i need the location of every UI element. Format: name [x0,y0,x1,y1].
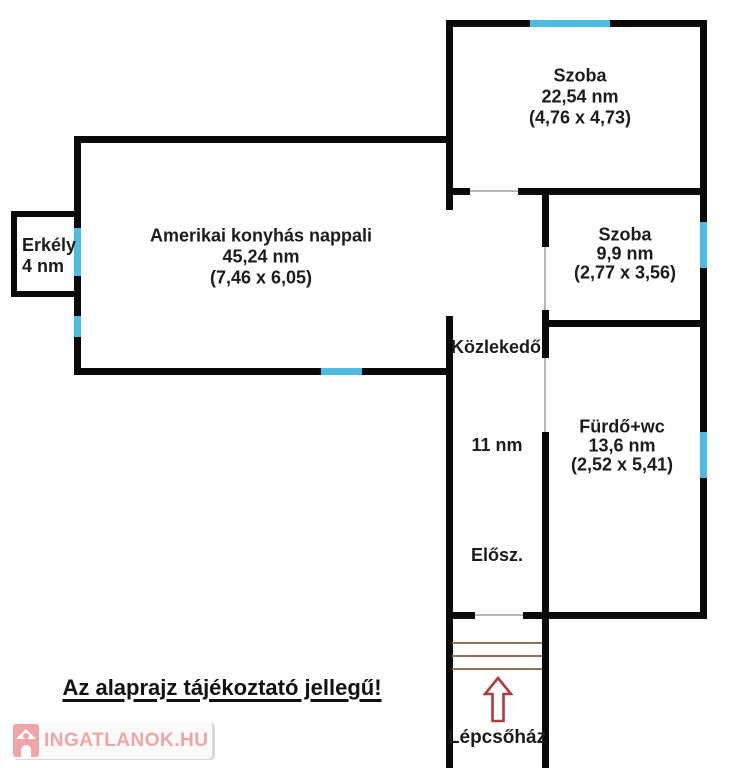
room-label-eloszoba: Elősz. [471,545,523,565]
room-label-kozlekedo: Közlekedő [451,337,541,357]
room-dims: (4,76 x 4,73) [528,107,632,128]
wall-segment [74,276,81,316]
room-name: Erkély [22,235,77,255]
room-dims: (2,52 x 5,41) [570,454,674,475]
wall-segment [542,310,549,358]
door-opening-line [544,247,546,310]
wall-segment [700,268,707,432]
room-dims: (7,46 x 6,05) [209,267,313,288]
wall-segment [362,368,453,375]
wall-segment [74,337,81,375]
room-label-erkely: Erkély 4 nm [22,235,76,277]
room-name: Elősz. [470,545,524,565]
stair-line [452,655,542,657]
stair-line [452,668,542,670]
wall-segment [518,188,707,195]
room-name: Szoba [553,65,607,86]
balcony-wall-segment [11,211,17,297]
room-label-nappali: Amerikai konyhás nappali 45,24 nm (7,46 … [150,226,372,289]
room-name: Szoba [598,224,652,245]
room-name: Fürdő+wc [579,416,665,437]
room-name: Közlekedő [450,337,542,357]
wall-segment [74,368,321,375]
room-name: Lépcsőház [447,727,547,748]
watermark-text: INGATLANOK.HU [44,729,209,751]
room-area: 11 nm [471,435,523,455]
balcony-wall-segment [11,291,77,297]
balcony-door-window-segment [74,228,81,276]
window-segment [700,222,707,268]
up-arrow-icon [483,676,513,723]
corridor-area-label: 11 nm [471,435,522,455]
wall-segment [446,20,453,210]
wall-segment [446,316,453,768]
door-opening-line [470,190,518,192]
room-area: 4 nm [22,256,65,276]
room-label-lepcsohaz: Lépcsőház [448,728,546,748]
window-segment [530,20,610,27]
wall-segment [542,320,707,327]
balcony-wall-segment [11,211,77,217]
room-name: Amerikai konyhás nappali [149,225,373,246]
wall-segment [700,478,707,619]
room-label-szoba-small: Szoba 9,9 nm (2,77 x 3,56) [573,224,677,283]
wall-segment [610,20,707,27]
room-label-szoba-large: Szoba 22,54 nm (4,76 x 4,73) [529,66,631,129]
wall-segment [542,188,549,247]
door-opening-line [475,614,523,616]
house-icon [13,724,39,757]
room-label-furdo: Fürdő+wc 13,6 nm (2,52 x 5,41) [570,416,674,475]
door-opening-line [544,358,546,432]
wall-segment [446,612,475,619]
window-segment [74,316,81,337]
room-area: 9,9 nm [596,243,654,264]
wall-segment [542,432,549,768]
room-area: 13,6 nm [588,435,656,456]
wall-segment [74,136,453,143]
wall-segment [700,20,707,222]
stair-line [452,642,542,644]
ingatlanok-logo: INGATLANOK.HU [10,722,212,759]
room-area: 22,54 nm [541,86,619,107]
wall-segment [446,20,530,27]
wall-segment [446,188,470,195]
room-area: 45,24 nm [222,246,300,267]
disclaimer-note: Az alaprajz tájékoztató jellegű! [62,675,382,700]
wall-segment [74,136,81,228]
window-segment [321,368,362,375]
wall-segment [523,612,707,619]
room-dims: (2,77 x 3,56) [573,262,677,283]
window-segment [700,432,707,478]
